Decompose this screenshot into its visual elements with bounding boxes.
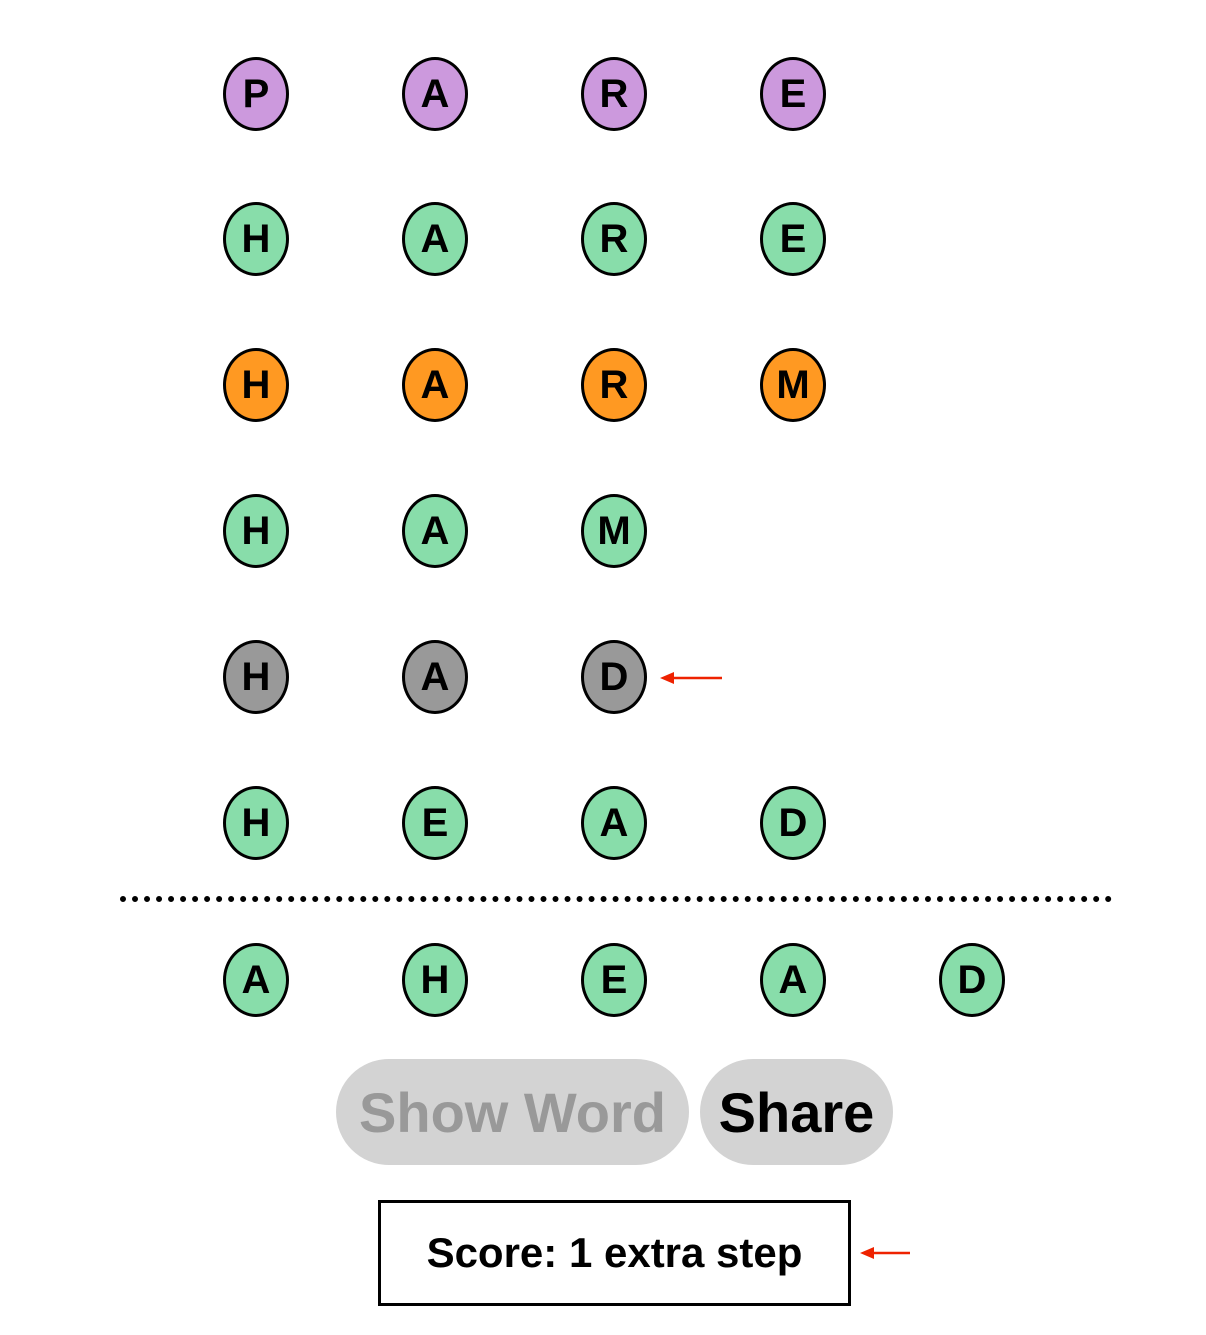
letter-tile: R xyxy=(581,348,647,422)
letter-tile: E xyxy=(760,202,826,276)
letter-tile: E xyxy=(760,57,826,131)
letter-tile: M xyxy=(581,494,647,568)
share-button[interactable]: Share xyxy=(700,1059,893,1165)
letter-tile: A xyxy=(402,494,468,568)
target-letter-tile: H xyxy=(402,943,468,1017)
letter-tile: A xyxy=(402,57,468,131)
letter-tile: H xyxy=(223,640,289,714)
letter-tile: E xyxy=(402,786,468,860)
letter-tile: H xyxy=(223,348,289,422)
letter-tile: A xyxy=(402,202,468,276)
letter-tile: D xyxy=(581,640,647,714)
letter-tile: A xyxy=(581,786,647,860)
letter-tile: R xyxy=(581,57,647,131)
letter-tile: H xyxy=(223,494,289,568)
letter-tile: A xyxy=(402,348,468,422)
target-letter-tile: A xyxy=(760,943,826,1017)
letter-tile: A xyxy=(402,640,468,714)
letter-tile: D xyxy=(760,786,826,860)
letter-tile: P xyxy=(223,57,289,131)
show-word-button[interactable]: Show Word xyxy=(336,1059,689,1165)
left-arrow-icon xyxy=(860,1247,910,1259)
letter-tile: R xyxy=(581,202,647,276)
letter-tile: H xyxy=(223,786,289,860)
target-letter-tile: A xyxy=(223,943,289,1017)
dotted-divider xyxy=(120,896,1112,902)
letter-tile: M xyxy=(760,348,826,422)
target-letter-tile: E xyxy=(581,943,647,1017)
letter-tile: H xyxy=(223,202,289,276)
score-text: Score: 1 extra step xyxy=(426,1229,803,1276)
target-letter-tile: D xyxy=(939,943,1005,1017)
score-box: Score: 1 extra step xyxy=(378,1200,851,1306)
left-arrow-icon xyxy=(660,672,722,684)
